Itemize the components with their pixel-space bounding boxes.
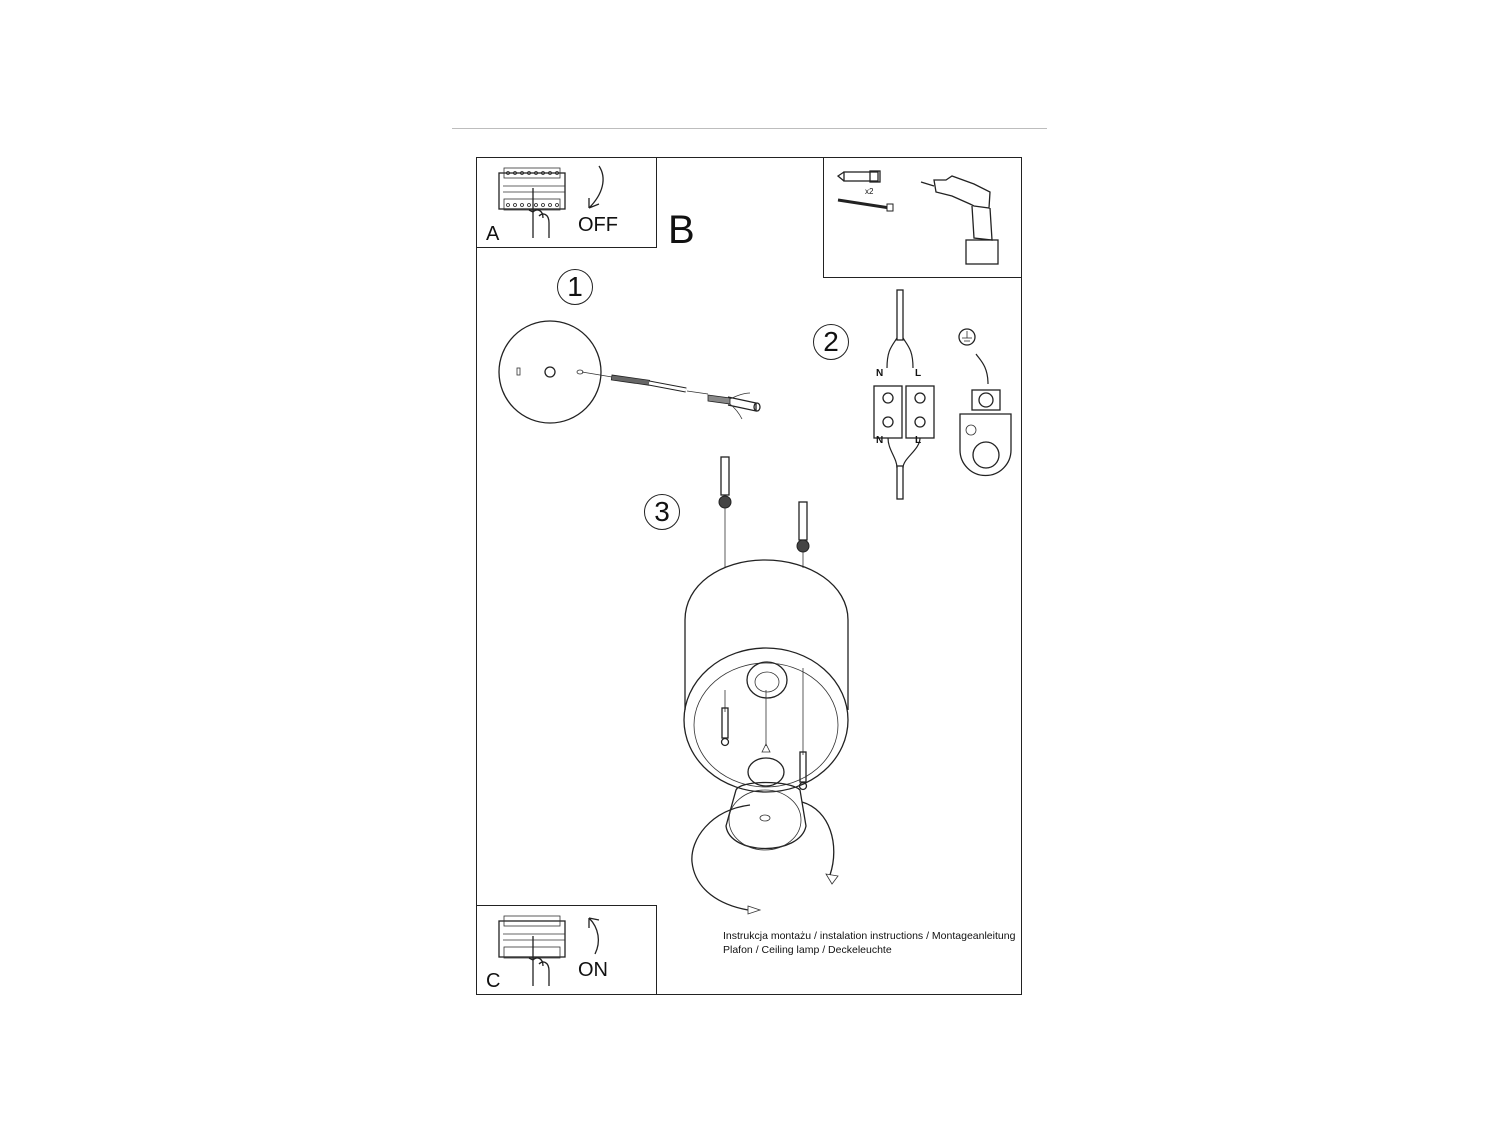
arrow-down-icon [588, 165, 604, 209]
arrow-up-icon [588, 917, 600, 955]
on-label: ON [578, 959, 608, 981]
instruction-sheet [476, 157, 1022, 995]
tools-illustration [836, 170, 999, 265]
step-1-badge: 1 [557, 269, 593, 305]
panel-c-power-on: C ON [476, 905, 657, 995]
terminal-block-icon [873, 289, 935, 500]
mounting-plate-icon [498, 320, 602, 424]
screw-icon [718, 456, 732, 568]
panel-a-power-off: A OFF [476, 157, 657, 248]
screw-icon [796, 501, 810, 568]
screw-icon [610, 374, 687, 393]
panel-tools: x2 [823, 157, 1022, 278]
step-1-illustration [498, 320, 761, 424]
caption-line-1: Instrukcja montażu / instalation instruc… [723, 930, 1016, 942]
top-divider [452, 128, 1047, 129]
hand-icon [528, 188, 550, 238]
hand-icon [528, 936, 550, 986]
rotate-arrow-icon [691, 804, 751, 911]
live-label-top: L [915, 368, 922, 379]
step-2-illustration [873, 289, 1012, 500]
panel-letter-a: A [486, 223, 500, 245]
ground-terminal-icon [958, 328, 1012, 477]
circuit-breaker-off-icon [498, 165, 604, 238]
live-label-bottom: L [915, 435, 922, 446]
step-2-badge: 2 [813, 324, 849, 360]
wall-plug-icon [836, 170, 881, 183]
quantity-label: x2 [865, 187, 874, 196]
caption-line-2: Plafon / Ceiling lamp / Deckeleuchte [723, 944, 892, 956]
drill-icon [920, 175, 999, 265]
section-letter-b: B [668, 208, 695, 252]
cylinder-lamp-icon [683, 559, 849, 793]
caption: Instrukcja montażu / instalation instruc… [723, 929, 1015, 957]
screw-icon [837, 198, 894, 212]
wall-plug-icon [707, 392, 761, 420]
neutral-label-top: N [876, 368, 884, 379]
circuit-breaker-on-icon [498, 915, 600, 986]
neutral-label-bottom: N [876, 435, 884, 446]
step-3-illustration [683, 456, 849, 915]
panel-letter-c: C [486, 970, 501, 992]
off-label: OFF [578, 214, 618, 236]
step-3-badge: 3 [644, 494, 680, 530]
gu10-bulb-icon [725, 757, 807, 851]
